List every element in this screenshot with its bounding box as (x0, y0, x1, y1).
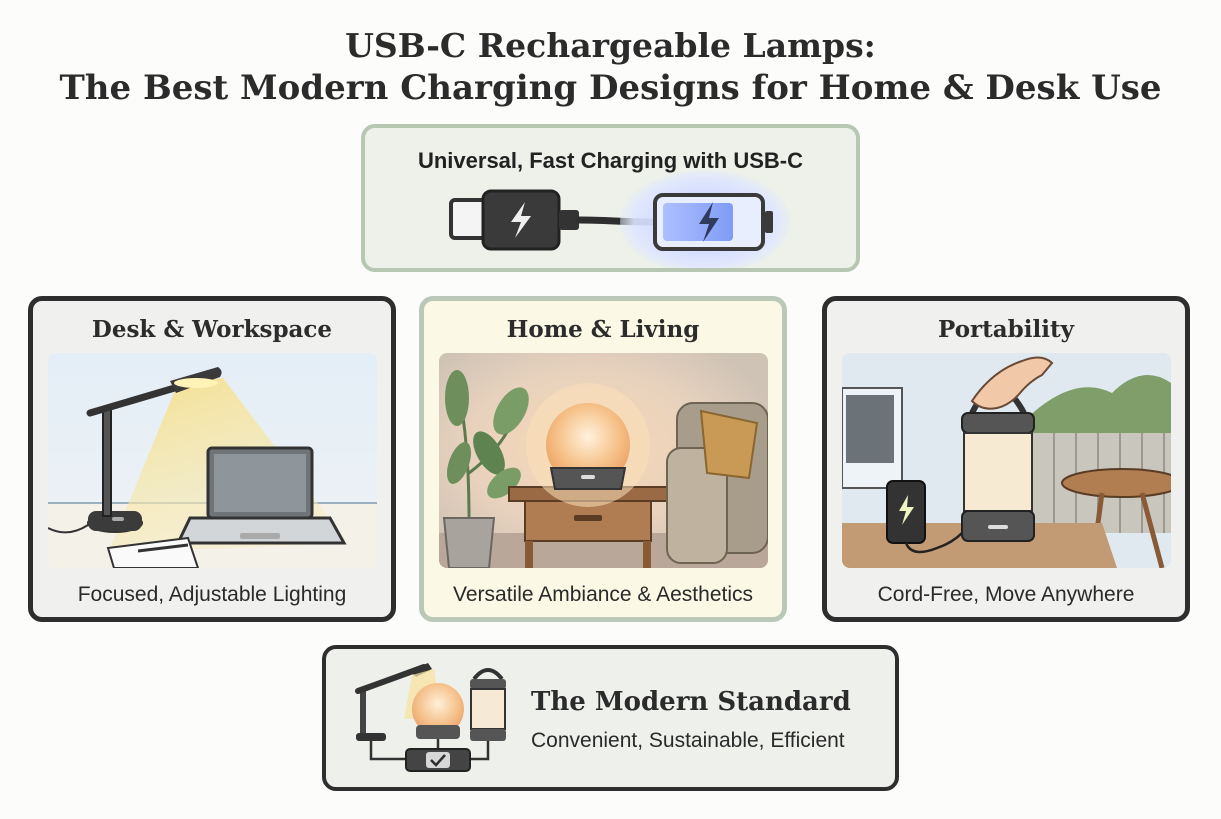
plant-icon (442, 370, 529, 568)
modern-standard-subheading: Convenient, Sustainable, Efficient (531, 729, 845, 752)
usb-c-illustration (449, 170, 790, 268)
page-title-line-2: The Best Modern Charging Designs for Hom… (59, 68, 1162, 108)
laptop-icon (175, 446, 347, 545)
side-table-icon (508, 486, 668, 568)
card-home-heading: Home & Living (506, 316, 700, 343)
lightning-icon (511, 202, 531, 238)
card-desk-caption: Focused, Adjustable Lighting (77, 583, 347, 606)
orb-lamp-icon (412, 683, 464, 739)
card-portability-heading: Portability (938, 316, 1074, 343)
lantern-icon (470, 668, 506, 741)
card-portability-caption: Cord-Free, Move Anywhere (877, 583, 1135, 606)
battery-charging-icon (653, 193, 773, 251)
card-home-living: Home & Living (419, 296, 787, 622)
card-home-caption: Versatile Ambiance & Aesthetics (453, 583, 753, 606)
orb-lamp-living-room-scene (439, 353, 768, 568)
desk-lamp-icon (48, 367, 222, 534)
sofa-icon (666, 402, 768, 564)
modern-standard-panel: The Modern Standard Convenient, Sustaina… (322, 645, 899, 791)
modern-standard-illustration (355, 663, 506, 772)
usb-c-panel-heading: Universal, Fast Charging with USB-C (417, 148, 804, 173)
card-desk-heading: Desk & Workspace (91, 316, 333, 343)
page-title-line-1: USB-C Rechargeable Lamps: (345, 26, 876, 65)
notebook-icon (106, 536, 200, 568)
usb-c-plug-icon (449, 189, 579, 251)
checkmark-charger-icon (405, 748, 471, 772)
card-desk-workspace: Desk & Workspace (28, 296, 396, 622)
desk-lamp-laptop-scene (48, 353, 377, 568)
lantern-outdoor-scene (842, 353, 1171, 568)
usb-c-charging-panel: Universal, Fast Charging with USB-C (361, 124, 860, 272)
power-bank-icon (886, 480, 963, 554)
hand-icon (970, 356, 1054, 410)
card-portability: Portability (822, 296, 1190, 622)
modern-standard-heading: The Modern Standard (531, 687, 851, 717)
orb-lamp-icon (546, 403, 630, 490)
lantern-icon (961, 385, 1035, 542)
